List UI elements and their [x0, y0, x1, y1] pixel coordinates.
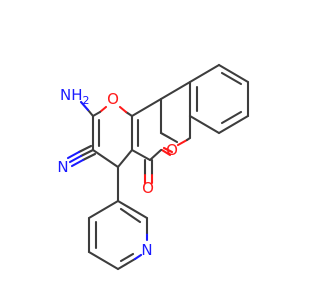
lactone-o-bond-left: [160, 148, 172, 157]
benzene-ring: [188, 63, 250, 135]
lactone-o-bond-right: [176, 138, 189, 147]
amino-group: [79, 100, 95, 118]
nitrile-nitrogen-label: N: [57, 158, 68, 176]
carbonyl-oxygen-label: O: [142, 179, 154, 197]
pyran-oxygen-label: O: [107, 90, 119, 108]
amine-label: NH2: [60, 86, 90, 107]
lactone-oxygen-label: O: [166, 141, 178, 159]
molecule-structure: NH2 O O O N N: [57, 63, 250, 271]
nitrile-group: [66, 144, 97, 168]
pyridine-ring: [87, 165, 149, 271]
pyridine-nitrogen-label: N: [141, 241, 152, 259]
pyran-ring: [91, 105, 134, 169]
lactone-ring: [130, 80, 192, 185]
